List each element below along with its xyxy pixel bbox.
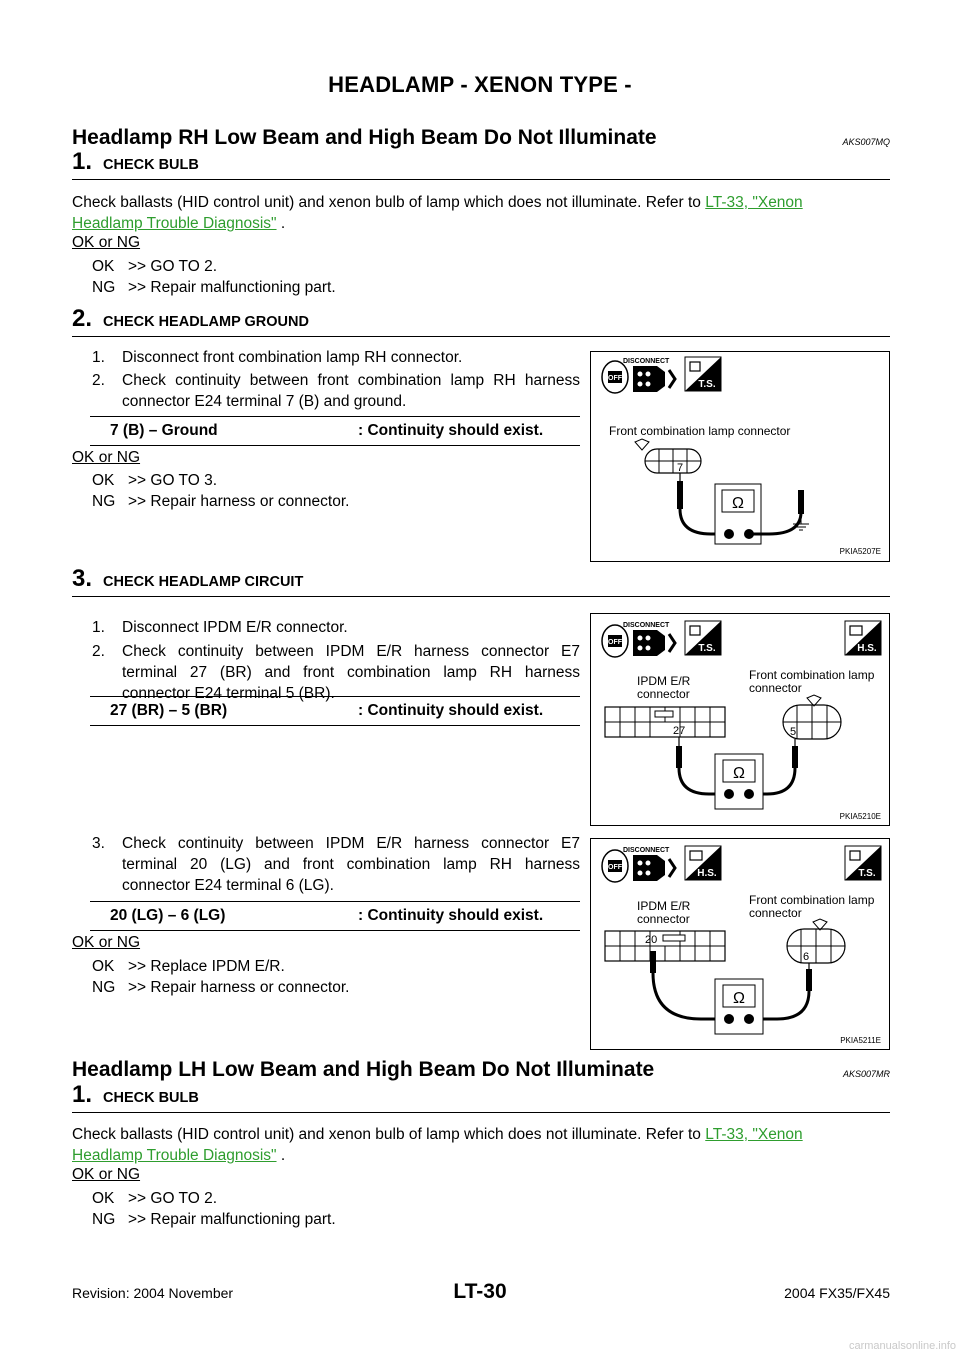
svg-text:IPDM E/R: IPDM E/R — [637, 899, 691, 913]
svg-text:connector: connector — [749, 906, 802, 920]
svg-text:IPDM E/R: IPDM E/R — [637, 674, 691, 688]
svg-text:H.S.: H.S. — [857, 643, 877, 654]
result-list: OK>> GO TO 2. NG>> Repair malfunctioning… — [92, 258, 336, 296]
ts-icon: T.S. — [684, 356, 722, 392]
svg-text:connector: connector — [637, 912, 690, 926]
svg-text:PKIA5207E: PKIA5207E — [840, 547, 881, 556]
hs-icon: H.S. — [684, 845, 722, 881]
figure-circuit-check-27-5: OFF DISCONNECT T.S. H.S. IPDM E/R connec… — [590, 613, 890, 826]
result-list: OK>> GO TO 3. NG>> Repair harness or con… — [92, 472, 350, 510]
step-header: 1. CHECK BULB — [72, 1082, 890, 1113]
svg-text:5: 5 — [790, 726, 796, 738]
svg-text:T.S.: T.S. — [698, 379, 715, 390]
ref-link[interactable]: LT-33, "Xenon — [705, 1126, 803, 1143]
ignition-off-icon: OFF — [601, 624, 629, 658]
connector-icon: DISCONNECT — [623, 622, 677, 656]
svg-text:DISCONNECT: DISCONNECT — [623, 622, 670, 629]
ok-or-ng: OK or NG — [72, 934, 141, 951]
section-title-rh: Headlamp RH Low Beam and High Beam Do No… — [72, 126, 890, 149]
step-text: Check ballasts (HID control unit) and xe… — [72, 194, 803, 232]
ref-link[interactable]: LT-33, "Xenon — [705, 194, 803, 211]
ignition-off-icon: OFF — [601, 849, 629, 883]
section-code: AKS007MR — [842, 1069, 890, 1079]
svg-text:Front combination lamp: Front combination lamp — [749, 668, 875, 682]
footer-revision: Revision: 2004 November — [72, 1285, 234, 1301]
svg-text:7: 7 — [677, 462, 683, 474]
list-item: 1.Disconnect IPDM E/R connector. — [92, 619, 348, 636]
connector-icon: DISCONNECT — [623, 358, 677, 392]
svg-text:PKIA5210E: PKIA5210E — [840, 812, 881, 821]
step-header: 3. CHECK HEADLAMP CIRCUIT — [72, 566, 890, 597]
ok-or-ng: OK or NG — [72, 449, 141, 466]
result-list: OK>> Replace IPDM E/R. NG>> Repair harne… — [92, 958, 350, 996]
ok-or-ng: OK or NG — [72, 1166, 141, 1183]
svg-text:PKIA5211E: PKIA5211E — [840, 1036, 881, 1045]
svg-text:T.S.: T.S. — [698, 643, 715, 654]
svg-text:Front combination lamp: Front combination lamp — [749, 893, 875, 907]
figure-ground-check: OFF DISCONNECT T.S. Front combination la… — [590, 351, 890, 562]
svg-text:T.S.: T.S. — [858, 868, 875, 879]
svg-text:Ω: Ω — [733, 765, 745, 782]
svg-text:H.S.: H.S. — [697, 868, 717, 879]
step-header: 1. CHECK BULB — [72, 149, 890, 180]
section-code: AKS007MQ — [842, 137, 890, 147]
svg-text:27: 27 — [673, 725, 685, 737]
list-item: 2.Check continuity between IPDM E/R harn… — [92, 643, 580, 702]
ref-link[interactable]: Headlamp Trouble Diagnosis" — [72, 215, 277, 232]
page-number: LT-30 — [453, 1280, 507, 1303]
list-item: 3.Check continuity between IPDM E/R harn… — [92, 835, 580, 894]
svg-text:OFF: OFF — [608, 375, 623, 382]
step-text: Check ballasts (HID control unit) and xe… — [72, 1126, 803, 1164]
svg-text:DISCONNECT: DISCONNECT — [623, 847, 670, 854]
svg-text:6: 6 — [803, 951, 809, 963]
result-list: OK>> GO TO 2. NG>> Repair malfunctioning… — [92, 1190, 336, 1228]
ref-link[interactable]: Headlamp Trouble Diagnosis" — [72, 1147, 277, 1164]
list-item: 1.Disconnect front combination lamp RH c… — [92, 349, 463, 366]
spec-row: 7 (B) – Ground : Continuity should exist… — [90, 416, 580, 446]
svg-text:OFF: OFF — [608, 864, 623, 871]
ts-icon: T.S. — [684, 620, 722, 656]
svg-text:Ω: Ω — [732, 495, 744, 512]
svg-text:Front combination lamp connect: Front combination lamp connector — [609, 424, 790, 438]
svg-text:20: 20 — [645, 934, 657, 946]
ts-icon: T.S. — [844, 845, 882, 881]
svg-text:DISCONNECT: DISCONNECT — [623, 358, 670, 365]
ok-or-ng: OK or NG — [72, 234, 141, 251]
connector-icon: DISCONNECT — [623, 847, 677, 881]
footer-model: 2004 FX35/FX45 — [784, 1285, 890, 1301]
spec-row: 20 (LG) – 6 (LG) : Continuity should exi… — [90, 901, 580, 931]
figure-circuit-check-20-6: OFF DISCONNECT H.S. T.S. IPDM E/R connec… — [590, 838, 890, 1050]
svg-text:connector: connector — [637, 687, 690, 701]
watermark: carmanualsonline.info — [848, 1340, 956, 1352]
hs-icon: H.S. — [844, 620, 882, 656]
svg-text:Ω: Ω — [733, 990, 745, 1007]
section-title-lh: Headlamp LH Low Beam and High Beam Do No… — [72, 1058, 890, 1081]
ignition-off-icon: OFF — [601, 360, 629, 394]
spec-row: 27 (BR) – 5 (BR) : Continuity should exi… — [90, 696, 580, 726]
step-header: 2. CHECK HEADLAMP GROUND — [72, 306, 890, 337]
page-header: HEADLAMP - XENON TYPE - — [328, 72, 632, 97]
svg-text:OFF: OFF — [608, 639, 623, 646]
svg-text:connector: connector — [749, 681, 802, 695]
list-item: 2.Check continuity between front combina… — [92, 372, 580, 410]
